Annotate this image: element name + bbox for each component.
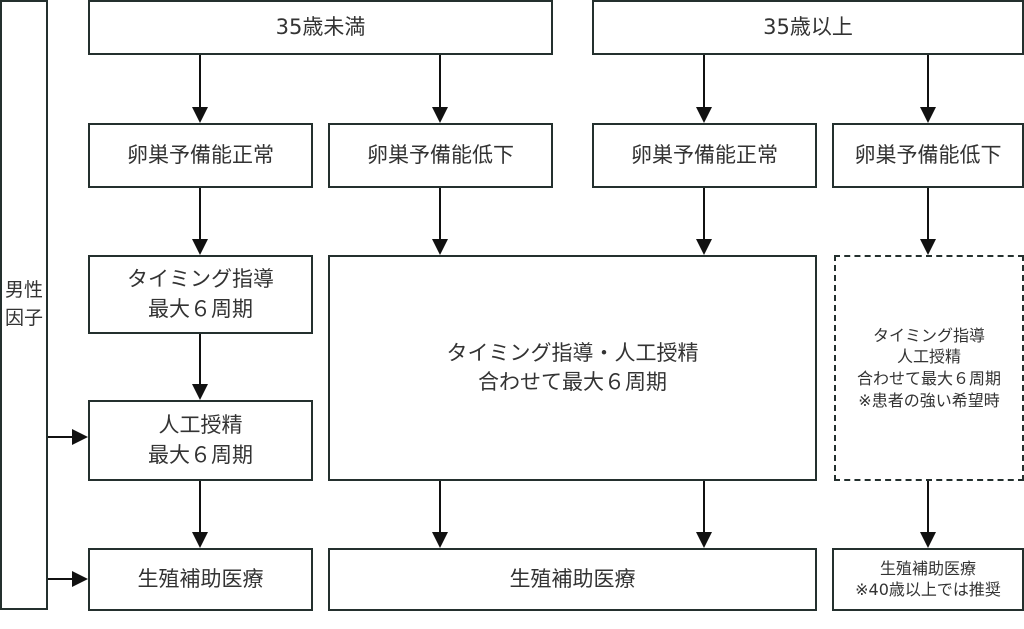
art-box-2: 生殖補助医療 xyxy=(328,548,817,611)
combined-line1: タイミング指導・人工授精 xyxy=(446,340,699,365)
timing-box: タイミング指導最大６周期 xyxy=(88,255,313,334)
reserve-label: 卵巣予備能低下 xyxy=(367,142,514,167)
age-over-35-label: 35歳以上 xyxy=(763,14,853,39)
age-under-35-box: 35歳未満 xyxy=(88,0,553,55)
ai-line2: 最大６周期 xyxy=(148,442,253,467)
art-box-3: 生殖補助医療※40歳以上では推奨 xyxy=(832,548,1024,611)
art-label: 生殖補助医療 xyxy=(509,566,636,591)
timing-line2: 最大６周期 xyxy=(148,296,253,321)
art-last-line2: ※40歳以上では推奨 xyxy=(855,579,1001,599)
male-factor-label: 男性因子 xyxy=(4,279,43,329)
reserve-label: 卵巣予備能低下 xyxy=(854,142,1002,167)
reserve-normal-over35: 卵巣予備能正常 xyxy=(592,123,817,188)
optional-line1: タイミング指導 xyxy=(872,325,985,345)
art-last-line1: 生殖補助医療 xyxy=(879,558,976,578)
age-over-35-box: 35歳以上 xyxy=(592,0,1024,55)
reserve-label: 卵巣予備能正常 xyxy=(127,142,274,167)
optional-line2: 人工授精 xyxy=(896,347,961,367)
ai-box: 人工授精最大６周期 xyxy=(88,400,313,481)
combined-line2: 合わせて最大６周期 xyxy=(478,370,667,394)
optional-line3: 合わせて最大６周期 xyxy=(856,369,1001,388)
ai-line1: 人工授精 xyxy=(158,413,243,438)
art-box-1: 生殖補助医療 xyxy=(88,548,313,611)
combined-box: タイミング指導・人工授精合わせて最大６周期 xyxy=(328,255,817,481)
reserve-low-under35: 卵巣予備能低下 xyxy=(328,123,553,188)
reserve-normal-under35: 卵巣予備能正常 xyxy=(88,123,313,188)
reserve-low-over35: 卵巣予備能低下 xyxy=(832,123,1024,188)
optional-box: タイミング指導人工授精合わせて最大６周期 ※患者の強い希望時 xyxy=(834,255,1024,481)
age-under-35-label: 35歳未満 xyxy=(275,14,366,39)
art-label: 生殖補助医療 xyxy=(137,566,264,591)
optional-line4: ※患者の強い希望時 xyxy=(858,390,1000,410)
timing-line1: タイミング指導 xyxy=(127,267,274,292)
male-factor-box: 男性因子 xyxy=(0,0,48,610)
reserve-label: 卵巣予備能正常 xyxy=(631,142,778,167)
